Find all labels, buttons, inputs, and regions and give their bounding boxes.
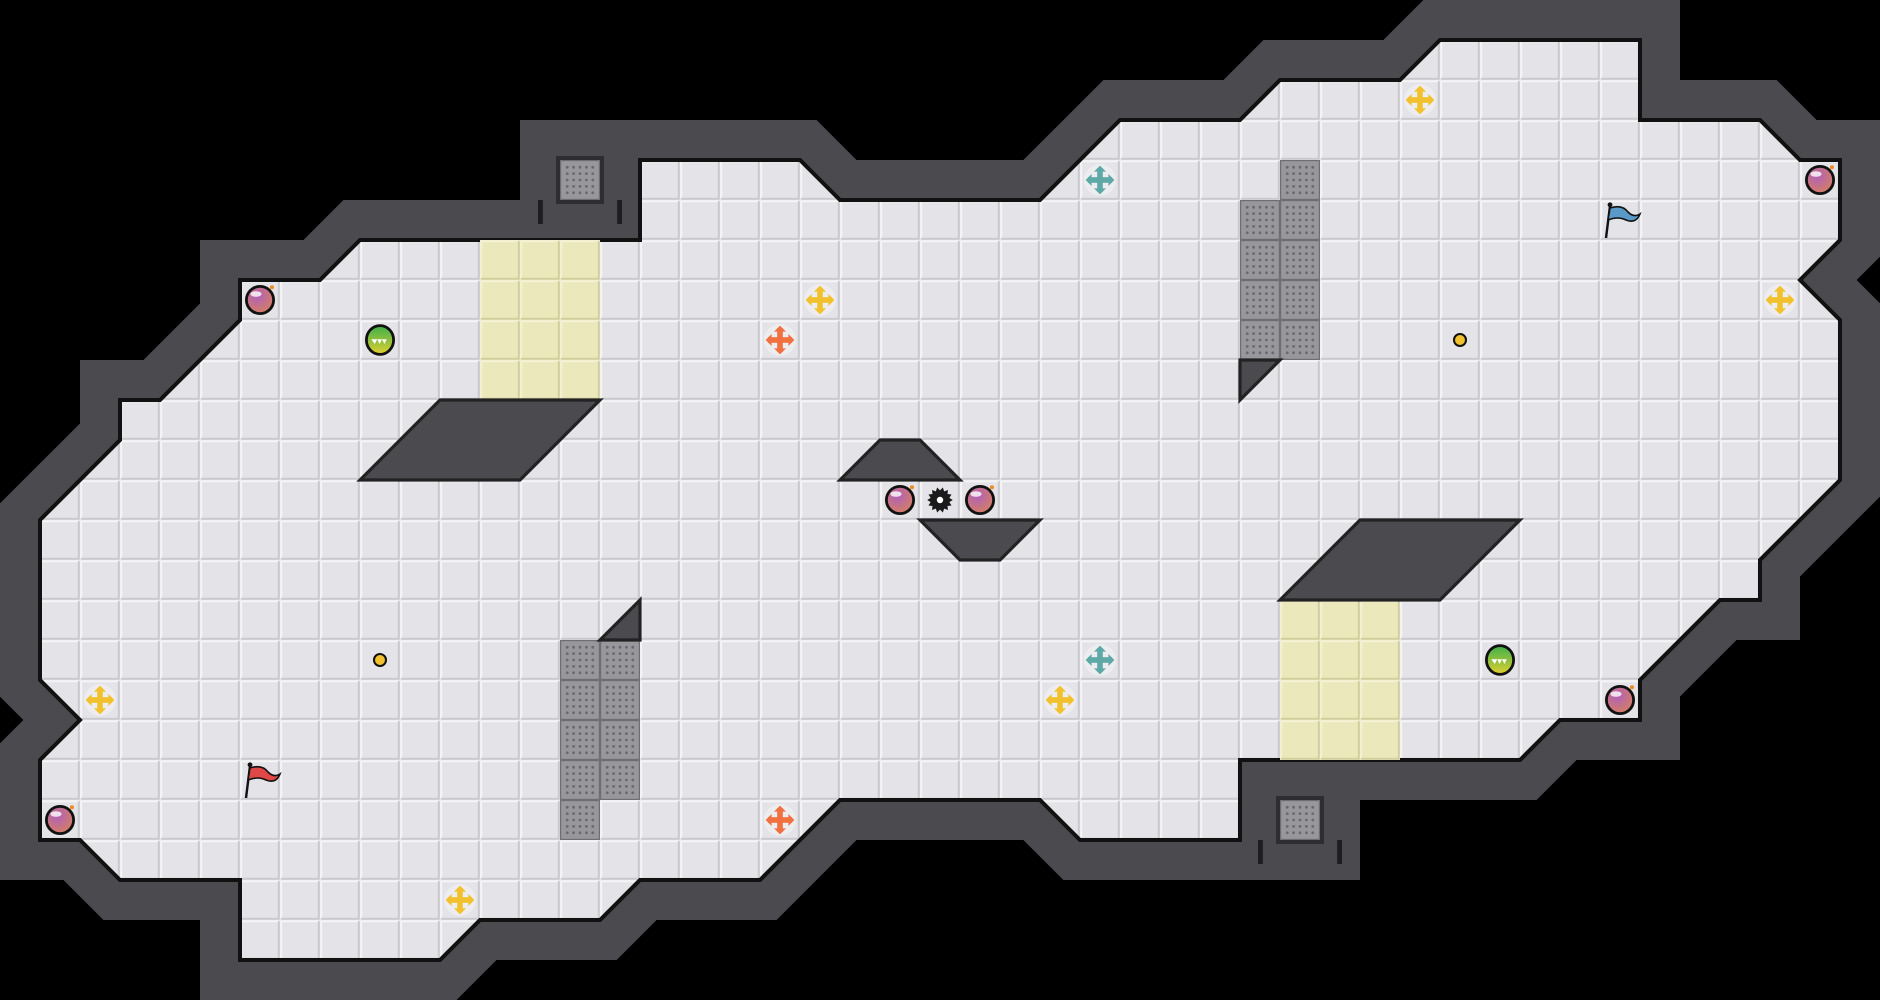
metal-block bbox=[1280, 320, 1320, 360]
yellow-launcher-icon bbox=[804, 284, 836, 316]
bounce-pad-icon bbox=[1484, 644, 1515, 676]
coin-icon bbox=[1452, 333, 1467, 348]
teal-launcher-icon bbox=[1084, 164, 1116, 196]
item-layer bbox=[44, 84, 1835, 916]
orange-launcher-icon bbox=[764, 804, 796, 836]
metal-block bbox=[1240, 240, 1280, 280]
vent-bracket bbox=[538, 200, 543, 224]
metal-block bbox=[560, 680, 600, 720]
vent-icon bbox=[560, 160, 600, 200]
yellow-launcher-icon bbox=[1764, 284, 1796, 316]
metal-block bbox=[1280, 280, 1320, 320]
metal-block bbox=[1240, 200, 1280, 240]
metal-block bbox=[1280, 200, 1320, 240]
sticky-zone bbox=[1280, 600, 1400, 760]
vent-bracket bbox=[1337, 840, 1342, 864]
yellow-launcher-icon bbox=[1404, 84, 1436, 116]
yellow-launcher-icon bbox=[84, 684, 116, 716]
metal-block bbox=[560, 800, 600, 840]
metal-block bbox=[560, 760, 600, 800]
obstacle-layer bbox=[356, 358, 1524, 642]
solid-platform bbox=[1238, 358, 1284, 404]
bomb-icon bbox=[1604, 684, 1635, 715]
bounce-pad-icon bbox=[364, 324, 395, 356]
saw-blade-icon bbox=[927, 487, 953, 513]
vent-bracket bbox=[1258, 840, 1263, 864]
solid-platform bbox=[836, 438, 964, 482]
metal-block bbox=[1240, 280, 1280, 320]
solid-platform bbox=[596, 596, 642, 642]
goal-flag-icon bbox=[1604, 202, 1642, 239]
zone-layer bbox=[480, 160, 1400, 840]
metal-block bbox=[560, 640, 600, 680]
solid-platform bbox=[916, 518, 1044, 562]
yellow-launcher-icon bbox=[1044, 684, 1076, 716]
solid-platform bbox=[1276, 518, 1524, 602]
bomb-icon bbox=[1804, 164, 1835, 195]
sticky-zone bbox=[480, 240, 600, 400]
solid-platform bbox=[356, 398, 604, 482]
teal-launcher-icon bbox=[1084, 644, 1116, 676]
bomb-icon bbox=[884, 484, 915, 515]
metal-block bbox=[560, 720, 600, 760]
orange-launcher-icon bbox=[764, 324, 796, 357]
metal-block bbox=[600, 680, 640, 720]
metal-block bbox=[600, 760, 640, 800]
vent-icon bbox=[1280, 800, 1320, 840]
metal-block bbox=[600, 720, 640, 760]
bomb-icon bbox=[44, 804, 75, 835]
coin-icon bbox=[373, 653, 388, 668]
metal-block bbox=[600, 640, 640, 680]
yellow-launcher-icon bbox=[444, 884, 477, 916]
start-flag-icon bbox=[244, 762, 282, 799]
metal-block bbox=[1240, 320, 1280, 360]
metal-block bbox=[1280, 160, 1320, 200]
metal-block bbox=[1280, 240, 1320, 280]
vent-bracket bbox=[617, 200, 622, 224]
bomb-icon bbox=[964, 484, 995, 515]
bomb-icon bbox=[244, 284, 275, 315]
